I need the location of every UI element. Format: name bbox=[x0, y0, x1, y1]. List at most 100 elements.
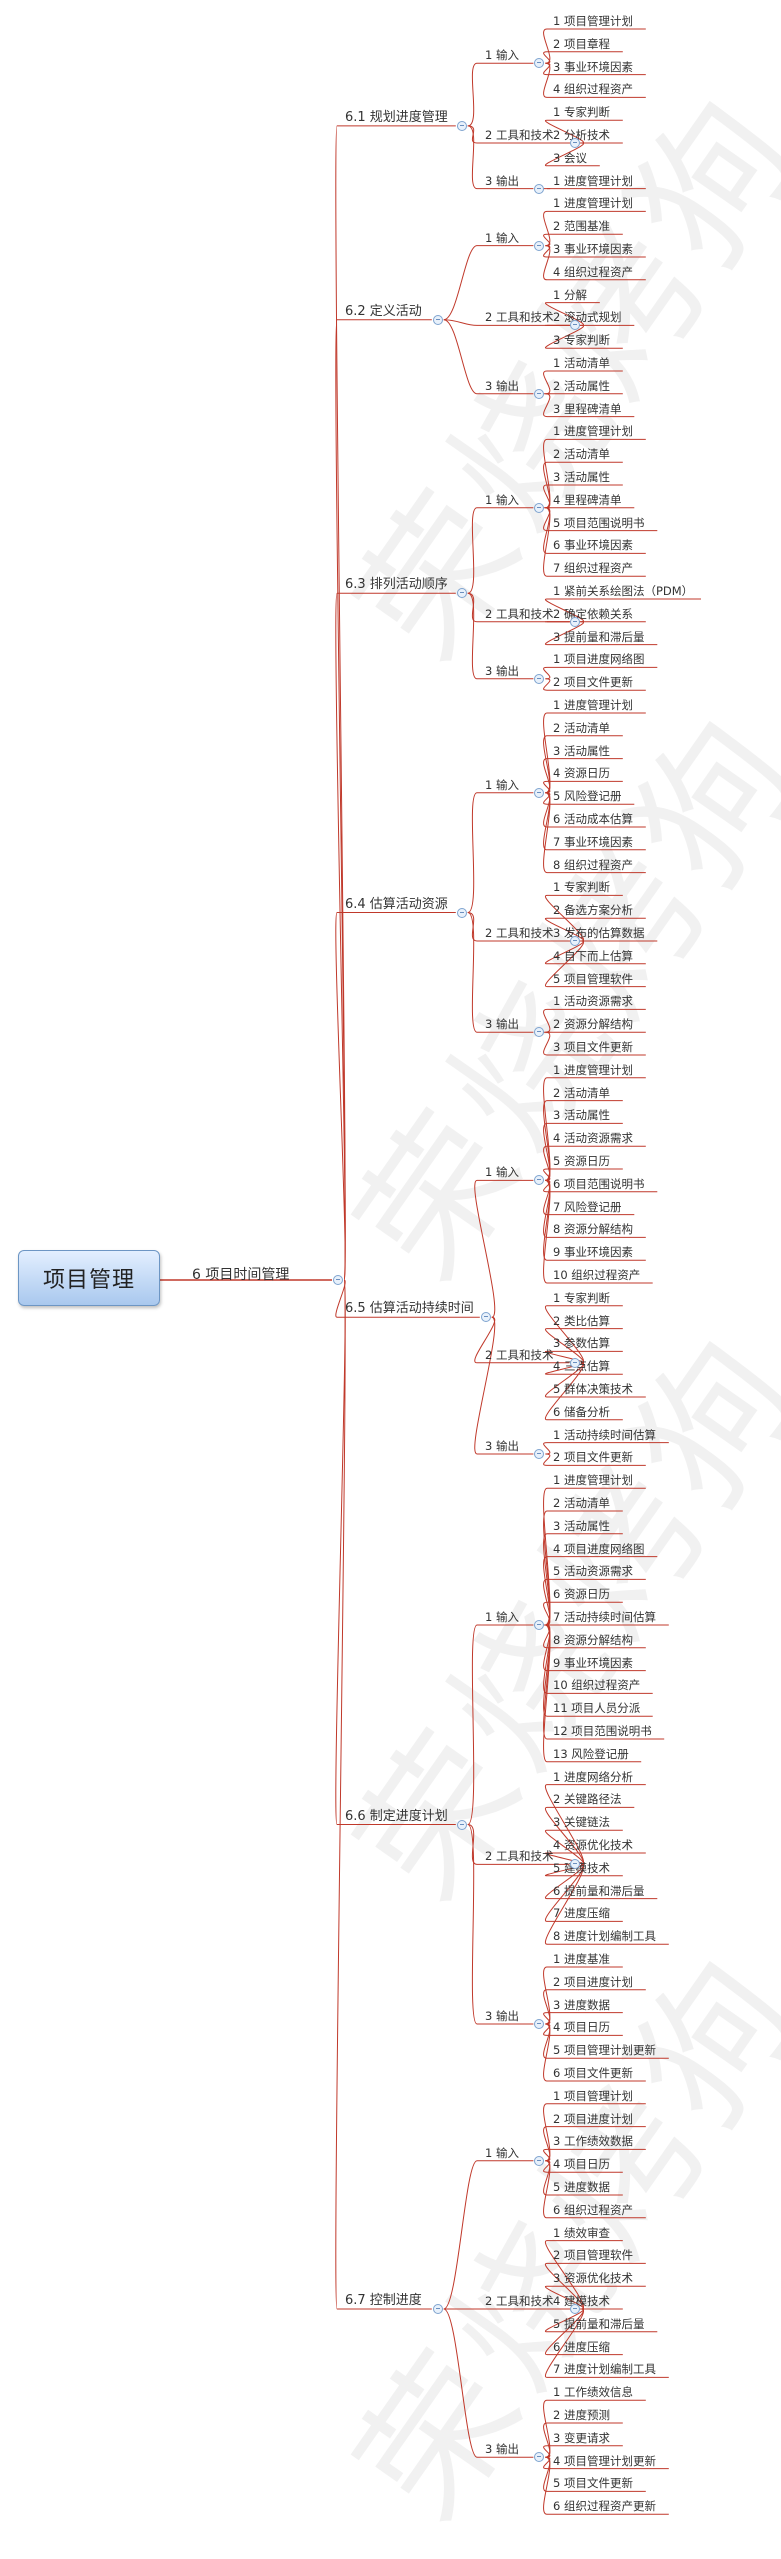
main-topic-label[interactable]: 6 项目时间管理 bbox=[192, 1267, 290, 1283]
leaf-item[interactable]: 6 提前量和滞后量 bbox=[553, 1883, 645, 1898]
leaf-item[interactable]: 5 进度数据 bbox=[553, 2180, 610, 2194]
leaf-item[interactable]: 1 进度管理计划 bbox=[553, 1473, 633, 1488]
leaf-item[interactable]: 8 资源分解结构 bbox=[553, 1632, 633, 1647]
leaf-item[interactable]: 11 项目人员分派 bbox=[553, 1701, 641, 1716]
leaf-item[interactable]: 1 进度管理计划 bbox=[553, 173, 633, 188]
leaf-item[interactable]: 6 资源日历 bbox=[553, 1587, 610, 1602]
leaf-item[interactable]: 3 参数估算 bbox=[553, 1336, 610, 1351]
leaf-item[interactable]: 2 活动清单 bbox=[553, 1085, 610, 1100]
leaf-item[interactable]: 1 项目管理计划 bbox=[553, 14, 633, 28]
collapse-toggle-icon[interactable] bbox=[480, 1312, 491, 1323]
io-group-label[interactable]: 1 输入 bbox=[485, 1610, 519, 1624]
leaf-item[interactable]: 12 项目范围说明书 bbox=[553, 1724, 652, 1738]
collapse-toggle-icon[interactable] bbox=[534, 183, 545, 194]
io-group-label[interactable]: 1 输入 bbox=[485, 492, 519, 507]
leaf-item[interactable]: 7 活动持续时间估算 bbox=[553, 1610, 656, 1624]
leaf-item[interactable]: 5 资源日历 bbox=[553, 1154, 610, 1168]
leaf-item[interactable]: 10 组织过程资产 bbox=[553, 1678, 641, 1693]
leaf-item[interactable]: 4 组织过程资产 bbox=[553, 82, 633, 97]
collapse-toggle-icon[interactable] bbox=[534, 1175, 545, 1186]
leaf-item[interactable]: 3 提前量和滞后量 bbox=[553, 629, 645, 644]
collapse-toggle-icon[interactable] bbox=[534, 673, 545, 684]
collapse-toggle-icon[interactable] bbox=[534, 388, 545, 399]
leaf-item[interactable]: 3 工作绩效数据 bbox=[553, 2134, 633, 2149]
leaf-item[interactable]: 7 组织过程资产 bbox=[553, 561, 633, 576]
leaf-item[interactable]: 9 事业环境因素 bbox=[553, 1655, 633, 1670]
leaf-item[interactable]: 2 活动清单 bbox=[553, 720, 610, 735]
leaf-item[interactable]: 9 事业环境因素 bbox=[553, 1245, 633, 1260]
leaf-item[interactable]: 3 发布的估算数据 bbox=[553, 926, 645, 940]
leaf-item[interactable]: 3 变更请求 bbox=[553, 2430, 610, 2445]
process-label[interactable]: 6.7 控制进度 bbox=[345, 2293, 422, 2308]
leaf-item[interactable]: 4 里程碑清单 bbox=[553, 492, 622, 507]
leaf-item[interactable]: 13 风险登记册 bbox=[553, 1746, 629, 1761]
leaf-item[interactable]: 4 资源日历 bbox=[553, 766, 610, 781]
leaf-item[interactable]: 2 关键路径法 bbox=[553, 1792, 622, 1807]
collapse-toggle-icon[interactable] bbox=[456, 120, 467, 131]
leaf-item[interactable]: 3 专家判断 bbox=[553, 333, 610, 348]
leaf-item[interactable]: 1 进度管理计划 bbox=[553, 424, 633, 439]
leaf-item[interactable]: 2 项目文件更新 bbox=[553, 1450, 633, 1465]
collapse-toggle-icon[interactable] bbox=[534, 58, 545, 69]
leaf-item[interactable]: 1 活动清单 bbox=[553, 356, 610, 370]
leaf-item[interactable]: 4 活动资源需求 bbox=[553, 1131, 633, 1146]
leaf-item[interactable]: 5 提前量和滞后量 bbox=[553, 2316, 645, 2331]
leaf-item[interactable]: 6 进度压缩 bbox=[553, 2339, 610, 2354]
root-topic[interactable]: 项目管理 bbox=[18, 1250, 160, 1306]
leaf-item[interactable]: 5 项目管理软件 bbox=[553, 971, 633, 986]
leaf-item[interactable]: 3 事业环境因素 bbox=[553, 242, 633, 256]
collapse-toggle-icon[interactable] bbox=[570, 616, 581, 627]
leaf-item[interactable]: 1 专家判断 bbox=[553, 1290, 610, 1305]
leaf-item[interactable]: 2 活动清单 bbox=[553, 1496, 610, 1510]
leaf-item[interactable]: 6 项目范围说明书 bbox=[553, 1176, 645, 1191]
leaf-item[interactable]: 3 活动属性 bbox=[553, 1518, 610, 1533]
leaf-item[interactable]: 2 类比估算 bbox=[553, 1313, 610, 1328]
leaf-item[interactable]: 5 项目文件更新 bbox=[553, 2476, 633, 2491]
collapse-toggle-icon[interactable] bbox=[534, 1027, 545, 1038]
leaf-item[interactable]: 3 活动属性 bbox=[553, 1108, 610, 1123]
collapse-toggle-icon[interactable] bbox=[534, 240, 545, 251]
io-group-label[interactable]: 1 输入 bbox=[485, 2145, 519, 2160]
leaf-item[interactable]: 3 会议 bbox=[553, 150, 587, 165]
leaf-item[interactable]: 8 进度计划编制工具 bbox=[553, 1929, 656, 1944]
leaf-item[interactable]: 3 关键链法 bbox=[553, 1815, 610, 1830]
process-label[interactable]: 6.2 定义活动 bbox=[345, 303, 422, 319]
leaf-item[interactable]: 3 里程碑清单 bbox=[553, 401, 622, 416]
leaf-item[interactable]: 7 风险登记册 bbox=[553, 1199, 622, 1214]
leaf-item[interactable]: 3 活动属性 bbox=[553, 743, 610, 758]
process-label[interactable]: 6.3 排列活动顺序 bbox=[345, 577, 448, 593]
io-group-label[interactable]: 1 输入 bbox=[485, 777, 519, 792]
leaf-item[interactable]: 2 项目文件更新 bbox=[553, 675, 633, 690]
leaf-item[interactable]: 2 范围基准 bbox=[553, 219, 610, 234]
leaf-item[interactable]: 2 项目进度计划 bbox=[553, 2111, 633, 2126]
collapse-toggle-icon[interactable] bbox=[570, 320, 581, 331]
leaf-item[interactable]: 2 分析技术 bbox=[553, 128, 610, 142]
leaf-item[interactable]: 1 活动持续时间估算 bbox=[553, 1427, 656, 1442]
leaf-item[interactable]: 2 项目章程 bbox=[553, 36, 610, 51]
leaf-item[interactable]: 2 项目进度计划 bbox=[553, 1974, 633, 1989]
leaf-item[interactable]: 5 项目管理计划更新 bbox=[553, 2043, 656, 2058]
leaf-item[interactable]: 1 专家判断 bbox=[553, 880, 610, 895]
collapse-toggle-icon[interactable] bbox=[570, 2304, 581, 2314]
leaf-item[interactable]: 5 群体决策技术 bbox=[553, 1382, 633, 1396]
collapse-toggle-icon[interactable] bbox=[570, 936, 581, 946]
io-group-label[interactable]: 3 输出 bbox=[485, 2442, 519, 2457]
leaf-item[interactable]: 6 储备分析 bbox=[553, 1404, 610, 1419]
leaf-item[interactable]: 1 绩效审查 bbox=[553, 2225, 610, 2240]
io-group-label[interactable]: 2 工具和技术 bbox=[485, 1347, 554, 1362]
leaf-item[interactable]: 5 项目范围说明书 bbox=[553, 515, 645, 530]
leaf-item[interactable]: 2 滚动式规划 bbox=[553, 310, 622, 325]
io-group-label[interactable]: 2 工具和技术 bbox=[485, 128, 554, 142]
leaf-item[interactable]: 1 项目管理计划 bbox=[553, 2088, 633, 2103]
collapse-toggle-icon[interactable] bbox=[456, 1819, 467, 1830]
collapse-toggle-icon[interactable] bbox=[534, 2452, 545, 2463]
leaf-item[interactable]: 3 项目文件更新 bbox=[553, 1040, 633, 1054]
collapse-toggle-icon[interactable] bbox=[534, 502, 545, 513]
collapse-toggle-icon[interactable] bbox=[570, 138, 581, 148]
process-label[interactable]: 6.5 估算活动持续时间 bbox=[345, 1301, 474, 1317]
leaf-item[interactable]: 1 进度管理计划 bbox=[553, 1062, 633, 1077]
leaf-item[interactable]: 1 进度网络分析 bbox=[553, 1769, 633, 1784]
leaf-item[interactable]: 3 事业环境因素 bbox=[553, 59, 633, 74]
leaf-item[interactable]: 4 组织过程资产 bbox=[553, 264, 633, 279]
io-group-label[interactable]: 3 输出 bbox=[485, 2009, 519, 2023]
